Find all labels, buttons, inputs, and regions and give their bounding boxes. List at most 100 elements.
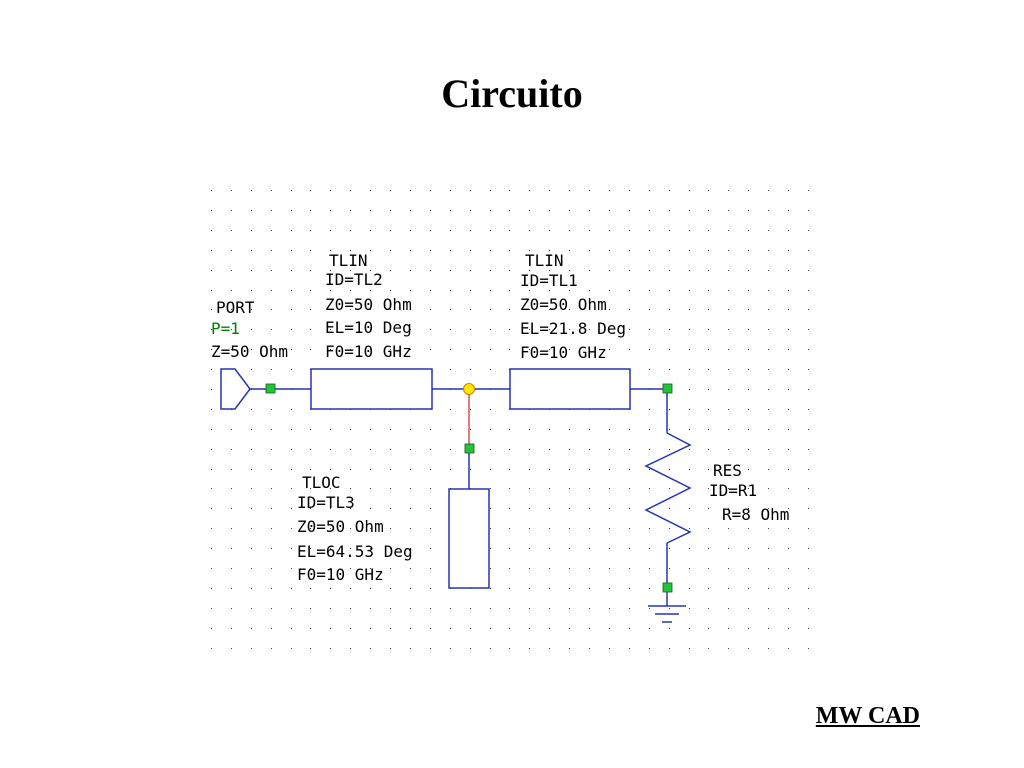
grid-dot <box>390 290 391 291</box>
grid-dot <box>768 528 769 529</box>
grid-dot <box>708 488 709 489</box>
grid-dot <box>689 648 690 649</box>
tl3-labels: TLOC ID=TL3 Z0=50 Ohm EL=64.53 Deg F0=10… <box>297 473 413 584</box>
grid-dot <box>708 648 709 649</box>
grid-dot <box>251 429 252 430</box>
grid-dot <box>470 250 471 251</box>
grid-dot <box>350 329 351 330</box>
grid-dot <box>529 429 530 430</box>
grid-dot <box>748 250 749 251</box>
grid-dot <box>410 190 411 191</box>
grid-dot <box>350 488 351 489</box>
grid-dot <box>490 349 491 350</box>
grid-dot <box>430 329 431 330</box>
grid-dot <box>509 568 510 569</box>
grid-dot <box>529 548 530 549</box>
grid-dot <box>589 210 590 211</box>
grid-dot <box>768 349 769 350</box>
grid-dot <box>689 250 690 251</box>
grid-dot <box>251 508 252 509</box>
grid-dot <box>808 429 809 430</box>
grid-dot <box>569 270 570 271</box>
grid-dot <box>609 349 610 350</box>
grid-dot <box>629 349 630 350</box>
grid-dot <box>310 210 311 211</box>
grid-dot <box>330 449 331 450</box>
tl3-id-label: ID=TL3 <box>297 493 355 512</box>
grid-dot <box>490 548 491 549</box>
grid-dot <box>370 429 371 430</box>
grid-dot <box>708 230 709 231</box>
grid-dot <box>728 608 729 609</box>
grid-dot <box>589 528 590 529</box>
grid-dot <box>231 449 232 450</box>
grid-dot <box>430 349 431 350</box>
grid-dot <box>231 349 232 350</box>
port-symbol[interactable] <box>220 368 251 410</box>
grid-dot <box>410 349 411 350</box>
grid-dot <box>490 488 491 489</box>
grid-dot <box>271 548 272 549</box>
grid-dot <box>310 548 311 549</box>
grid-dot <box>549 290 550 291</box>
grid-dot <box>609 329 610 330</box>
grid-dot <box>509 250 510 251</box>
grid-dot <box>430 250 431 251</box>
tl1-transmission-line[interactable] <box>509 368 631 410</box>
grid-dot <box>609 250 610 251</box>
grid-dot <box>450 270 451 271</box>
grid-dot <box>330 528 331 529</box>
r1-resistor[interactable] <box>644 432 692 544</box>
grid-dot <box>470 190 471 191</box>
grid-dot <box>649 409 650 410</box>
grid-dot <box>629 608 630 609</box>
grid-dot <box>728 409 729 410</box>
grid-dot <box>330 270 331 271</box>
grid-dot <box>310 429 311 430</box>
grid-dot <box>708 290 709 291</box>
tl2-transmission-line[interactable] <box>310 368 433 410</box>
grid-dot <box>649 270 650 271</box>
grid-dot <box>689 548 690 549</box>
grid-dot <box>330 190 331 191</box>
grid-dot <box>609 588 610 589</box>
grid-dot <box>549 250 550 251</box>
grid-dot <box>788 429 789 430</box>
grid-dot <box>748 230 749 231</box>
grid-dot <box>609 210 610 211</box>
grid-dot <box>569 568 570 569</box>
grid-dot <box>609 548 610 549</box>
grid-dot <box>450 309 451 310</box>
grid-dot <box>549 270 550 271</box>
grid-dot <box>589 309 590 310</box>
grid-dot <box>231 548 232 549</box>
grid-dot <box>569 349 570 350</box>
grid-dot <box>211 608 212 609</box>
grid-dot <box>788 508 789 509</box>
grid-dot <box>509 488 510 489</box>
grid-dot <box>549 349 550 350</box>
grid-dot <box>291 588 292 589</box>
grid-dot <box>390 250 391 251</box>
grid-dot <box>629 190 630 191</box>
grid-dot <box>549 548 550 549</box>
grid-dot <box>490 528 491 529</box>
grid-dot <box>728 210 729 211</box>
grid-dot <box>350 528 351 529</box>
grid-dot <box>708 449 709 450</box>
tl3-open-stub[interactable] <box>448 488 490 589</box>
grid-dot <box>251 369 252 370</box>
grid-dot <box>410 270 411 271</box>
grid-dot <box>748 369 749 370</box>
grid-dot <box>788 568 789 569</box>
grid-dot <box>808 309 809 310</box>
grid-dot <box>330 329 331 330</box>
grid-dot <box>310 608 311 609</box>
grid-dot <box>211 389 212 390</box>
grid-dot <box>330 309 331 310</box>
grid-dot <box>629 588 630 589</box>
grid-dot <box>370 608 371 609</box>
grid-dot <box>291 369 292 370</box>
grid-dot <box>350 190 351 191</box>
